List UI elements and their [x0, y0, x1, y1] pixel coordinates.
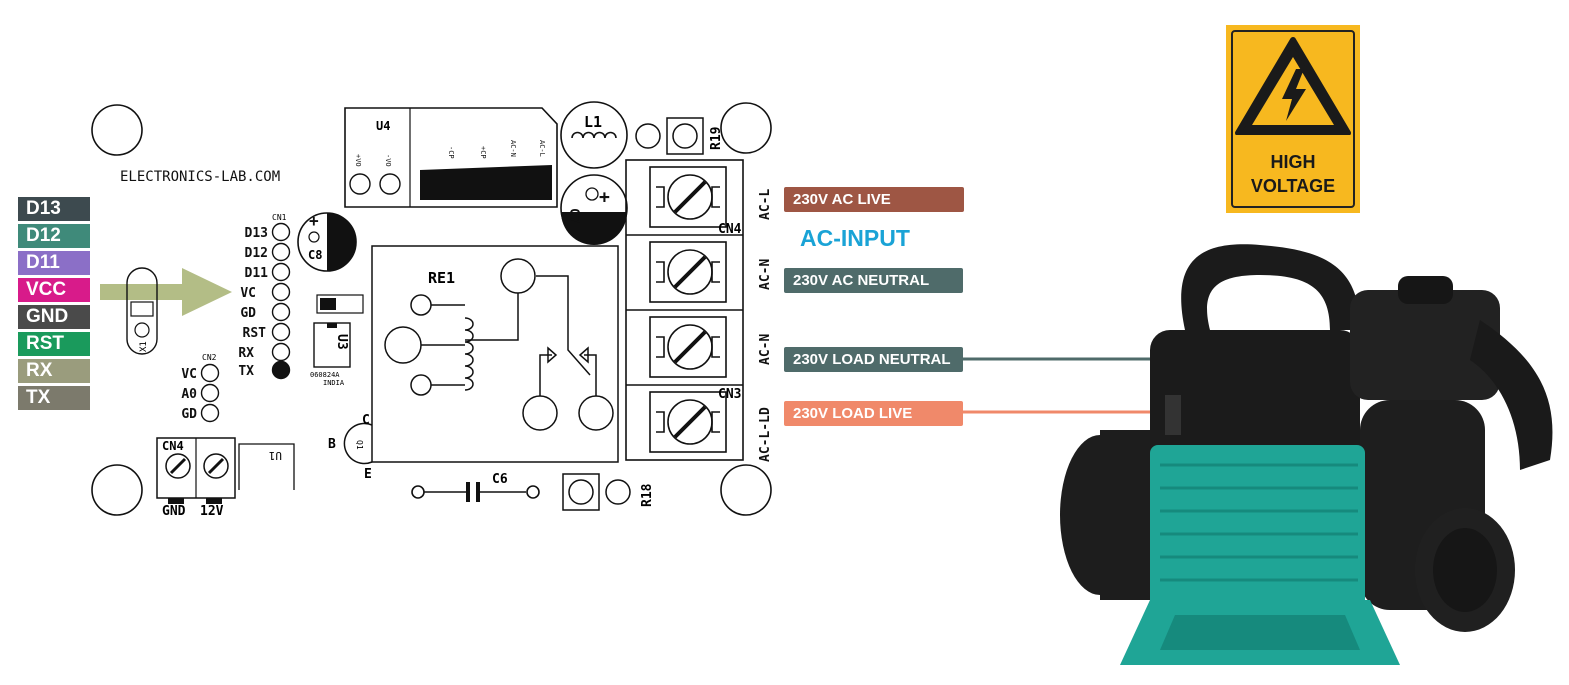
terminal-label-load-n: AC-N: [758, 334, 773, 365]
pin-tag-rst: RST: [18, 332, 90, 356]
u4-power-module: [344, 107, 558, 208]
mounting-hole: [91, 464, 143, 516]
pin-tag-gnd: GND: [18, 305, 90, 329]
u3-label: U3: [334, 334, 349, 350]
cn1-header: [271, 222, 291, 380]
cn1-pin-label: D13: [245, 226, 268, 241]
gnd-terminal-label: GND: [162, 504, 186, 519]
q1-pin-c: C: [362, 413, 370, 428]
smd-component: [316, 294, 364, 314]
mounting-hole: [720, 102, 772, 154]
cn1-pin-label: RST: [243, 326, 267, 341]
u3-code: 060824A: [310, 371, 340, 379]
re1-relay: [371, 245, 619, 463]
c8-label: C8: [308, 248, 322, 262]
u4-label: U4: [376, 119, 390, 133]
c6-capacitor: [411, 482, 540, 502]
cn1-pin-label: GD: [240, 306, 256, 321]
tag-ac-live: 230V AC LIVE: [784, 187, 964, 212]
cn3-ref: CN3: [718, 387, 741, 402]
cn2-pin-label: GD: [181, 407, 197, 422]
pin-tag-vcc: VCC: [18, 278, 90, 302]
u1-label: U1: [269, 449, 282, 462]
u4-pin-label: +VO: [354, 154, 362, 167]
tag-ac-neutral: 230V AC NEUTRAL: [784, 268, 963, 293]
u4-pin-label: +CP: [479, 146, 487, 159]
cn4-power-ref: CN4: [162, 439, 184, 453]
q1-pin-e: E: [364, 467, 372, 482]
u3-optocoupler: U3: [313, 322, 351, 368]
re1-label: RE1: [428, 269, 455, 287]
terminal-label-ac-l: AC-L: [758, 189, 773, 220]
u1-outline: [238, 443, 295, 490]
c7-label: C7: [566, 208, 581, 224]
r18-resistor: [562, 473, 631, 511]
cn4-ref: CN4: [718, 222, 742, 237]
q1-label: Q1: [355, 440, 364, 450]
r18-label: R18: [640, 483, 655, 507]
u4-pin-label: AC-L: [538, 140, 546, 157]
pin-tag-d11: D11: [18, 251, 90, 275]
cn2-header: [200, 363, 220, 423]
c6-label: C6: [492, 472, 508, 487]
cn1-pin-label: D12: [245, 246, 268, 261]
arrow-icon: [100, 268, 232, 316]
pin-tag-rx: RX: [18, 359, 90, 383]
cn1-pin-label: RX: [238, 346, 254, 361]
tag-load-live: 230V LOAD LIVE: [784, 401, 963, 426]
cn1-pin-label: VC: [240, 286, 256, 301]
u3-country: INDIA: [323, 379, 345, 387]
high-voltage-sign: HIGH VOLTAGE: [1226, 25, 1360, 213]
r19-resistor: [635, 117, 704, 155]
cn2-pin-label: A0: [181, 387, 197, 402]
q1-pin-b: B: [328, 437, 336, 452]
pin-tag-d12: D12: [18, 224, 90, 248]
x1-crystal: X1: [126, 267, 158, 355]
12v-terminal-label: 12V: [200, 504, 224, 519]
lightning-warning-icon: [1235, 37, 1351, 135]
q1-transistor: [343, 422, 373, 465]
cn1-pin-label: D11: [245, 266, 269, 281]
l1-inductor: [560, 101, 628, 169]
mounting-hole: [720, 464, 772, 516]
warning-line-2: VOLTAGE: [1250, 176, 1336, 196]
pin-tag-d13: D13: [18, 197, 90, 221]
ac-terminal-block: [625, 159, 744, 461]
u4-pin-label: -CP: [447, 146, 455, 159]
svg-text:+: +: [599, 187, 610, 208]
r19-label: R19: [709, 127, 724, 150]
u4-pin-label: -VO: [384, 154, 392, 167]
ac-input-title: AC-INPUT: [800, 225, 910, 251]
water-pump-image: [1060, 244, 1553, 665]
c8-capacitor: +: [297, 211, 357, 272]
mounting-hole: [91, 104, 143, 156]
tag-load-neutral: 230V LOAD NEUTRAL: [784, 347, 963, 372]
cn2-ref: CN2: [202, 353, 217, 362]
x1-label: X1: [139, 341, 149, 352]
u4-pin-label: AC-N: [509, 140, 517, 157]
cn2-pin-label: VC: [181, 367, 197, 382]
pin-tag-tx: TX: [18, 386, 90, 410]
terminal-label-ac-n: AC-N: [758, 259, 773, 290]
cn1-ref: CN1: [272, 213, 287, 222]
cn4-power-terminal: [156, 437, 236, 504]
site-label: ELECTRONICS-LAB.COM: [120, 169, 280, 185]
terminal-label-load-l: AC-L-LD: [758, 407, 773, 462]
warning-line-1: HIGH: [1270, 152, 1316, 172]
l1-label: L1: [584, 113, 602, 131]
cn1-pin-label: TX: [238, 364, 254, 379]
svg-text:+: +: [309, 211, 319, 230]
c7-capacitor: +: [560, 174, 628, 245]
